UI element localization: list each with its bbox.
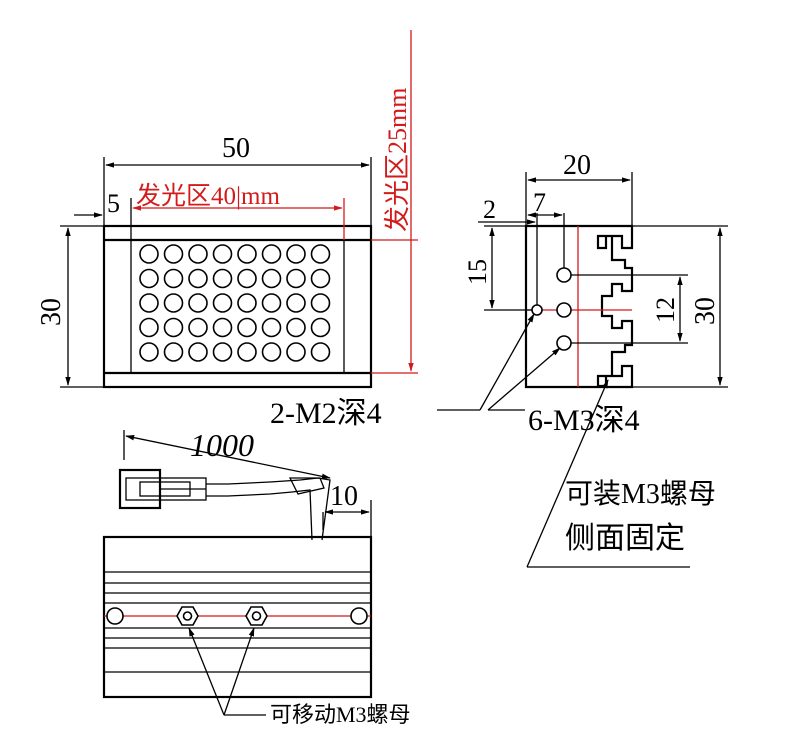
heatsink-fins [104,571,371,673]
front-view: 50 5 发光区40|mm 30 发光区25mm [36,30,418,389]
led-circle [237,342,257,362]
led-circle [139,268,159,289]
led-circle [237,244,257,264]
led-circle [310,268,331,289]
dim-12-label: 12 [651,297,680,323]
led-circle [237,293,257,313]
led-circle [139,244,159,264]
led-circle [212,342,233,362]
m2-leader [479,313,535,411]
cable-length-line [125,434,331,480]
led-circle [139,293,159,313]
m3-hole-bottom [556,335,572,351]
dim-15-label: 15 [463,259,492,285]
dim-margin-label: 5 [107,189,120,218]
mount-hole-left [106,607,124,625]
emit-width-label: 发光区25mm [383,88,412,232]
led-grid [139,244,331,362]
led-circle [310,317,331,338]
cable [206,477,331,541]
side-view: 20 2 7 15 12 30 2-M2深4 6-M3深4 可装M3螺母 侧 [270,150,728,568]
led-circle [261,342,282,362]
led-circle [237,268,257,289]
dim-7-label: 7 [533,188,546,217]
led-circle [188,342,208,362]
led-circle [212,293,233,313]
movable-nut-note: 可移动M3螺母 [270,702,411,727]
dim-side-height-label: 30 [690,297,721,325]
led-circle [310,342,331,362]
m3-note: 6-M3深4 [528,404,640,437]
led-circle [188,268,208,289]
m2-hole [531,304,543,316]
m3-leader [487,347,561,411]
led-circle [261,244,282,264]
led-circle [163,244,184,264]
m3-hole-mid [556,302,572,318]
dim-side-width-label: 20 [563,150,591,181]
led-circle [237,317,257,338]
led-circle [139,342,159,362]
led-circle [261,268,282,289]
led-circle [261,317,282,338]
led-circle [163,268,184,289]
led-circle [286,244,306,264]
nut-leader-2 [223,627,255,716]
led-circle [286,293,306,313]
led-circle [188,293,208,313]
emit-length-label: 发光区40|mm [136,182,280,210]
nut-leader-1 [188,627,225,716]
led-circle [139,317,159,338]
dim-width-label: 50 [222,133,250,164]
led-circle [286,268,306,289]
m3-hole-top [556,267,572,283]
led-circle [212,244,233,264]
front-body-outline [102,224,373,389]
led-circle [212,317,233,338]
back-body-outline [102,535,373,699]
dim-height-label: 30 [36,298,67,326]
nut-note-line1: 可装M3螺母 [565,478,716,510]
led-circle [163,342,184,362]
m2-note: 2-M2深4 [270,397,382,430]
led-circle [261,293,282,313]
led-circle [286,317,306,338]
led-circle [212,268,233,289]
led-circle [163,317,184,338]
back-view: 1000 10 可移动M3螺母 [102,427,411,727]
mount-hole-right [350,607,368,625]
nut-note-line2: 侧面固定 [565,522,685,555]
cable-length-label: 1000 [190,427,254,463]
dim-2-label: 2 [483,195,496,224]
led-circle [163,293,184,313]
dim-10-label: 10 [330,481,358,512]
nut-slot-leader [526,379,609,568]
led-circle [310,293,331,313]
led-circle [286,342,306,362]
led-circle [188,317,208,338]
led-circle [310,244,331,264]
led-circle [188,244,208,264]
